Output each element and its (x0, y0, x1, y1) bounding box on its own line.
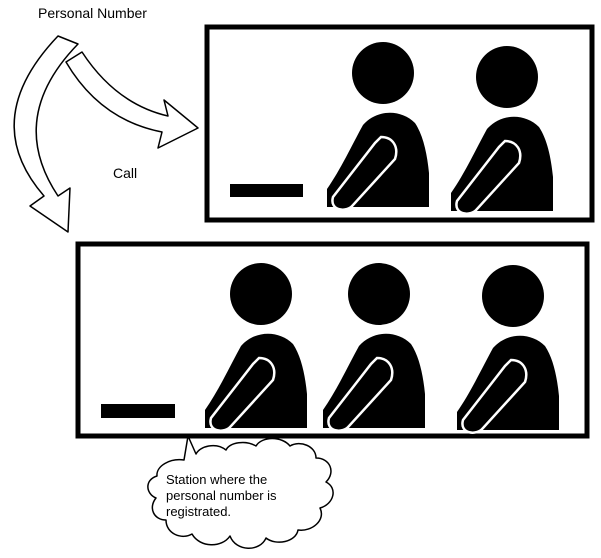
arrow-call (13, 35, 79, 233)
callout-line: personal number is (166, 488, 277, 503)
station-bar-icon (230, 184, 303, 197)
personal-number-label: Personal Number (38, 5, 147, 21)
call-label: Call (113, 165, 138, 181)
speech-bubble-icon (147, 435, 334, 549)
upper-office-panel (204, 24, 595, 223)
lower-office-panel (75, 241, 590, 439)
callout-line: registrated. (166, 504, 232, 519)
callout-text: Station where the personal number is reg… (166, 472, 277, 520)
station-bar-icon (101, 404, 175, 418)
arrow-personal-number (65, 51, 199, 149)
callout-line: Station where the (166, 472, 268, 487)
